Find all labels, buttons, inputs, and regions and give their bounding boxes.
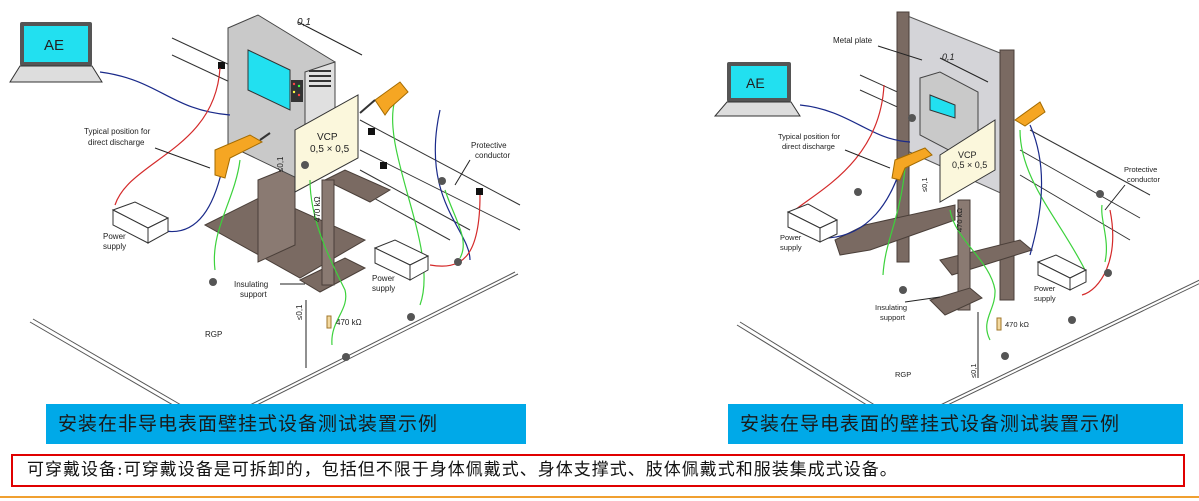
clamp-icon: [380, 162, 387, 169]
svg-text:0,1: 0,1: [297, 17, 311, 28]
distance-vertical-label: ≤0,1: [920, 177, 929, 192]
resistor-bottom-label: 470 kΩ: [336, 318, 362, 327]
cabinet-screen: [929, 94, 956, 119]
direct-discharge-label: Typical position for: [778, 132, 841, 141]
esd-gun-right: [1014, 101, 1046, 127]
laptop-screen-label: AE: [44, 37, 64, 54]
vcp-label: VCP: [958, 150, 977, 160]
insulating-support-pad: [323, 169, 392, 203]
reference-ground-plane: [736, 279, 1199, 410]
laptop-ae: AE: [9, 22, 103, 83]
frame-post-right: [999, 49, 1015, 301]
bottom-divider: [0, 496, 1199, 498]
distance-vertical-label: ≤0,1: [276, 156, 285, 172]
power-supply-right-label-2: supply: [1034, 294, 1056, 303]
wearable-definition-note: 可穿戴设备:可穿戴设备是可拆卸的，包括但不限于身体佩戴式、身体支撑式、肢体佩戴式…: [11, 454, 1185, 487]
protective-conductor-label-2: conductor: [475, 151, 510, 160]
equipment-column: [257, 164, 296, 263]
dimension-top-label: 0,1: [942, 52, 955, 62]
power-supply-left-label-2: supply: [103, 242, 126, 251]
resistor-icon: [996, 317, 1002, 331]
protective-conductor-label-2: conductor: [1127, 175, 1160, 184]
power-supply-left: [111, 201, 170, 244]
vcp-post: [321, 179, 335, 286]
ground-terminals: [854, 114, 1112, 360]
clamp-icon: [218, 62, 225, 69]
power-supply-left-label-2: supply: [780, 243, 802, 252]
frame-base-left: [834, 204, 956, 256]
insulating-support-label: Insulating: [234, 280, 268, 289]
esd-gun-left: [891, 147, 933, 181]
cabinet-keypad: [291, 80, 303, 102]
insulating-support-label-2: support: [880, 313, 906, 322]
clamp-icon: [368, 128, 375, 135]
esd-gun-left: [214, 132, 271, 179]
insulating-support-label-2: support: [240, 290, 267, 299]
ground-cable: [213, 159, 241, 271]
dimension-top: 0,1: [297, 17, 363, 56]
resistor-vertical-label: 470 kΩ: [313, 196, 322, 222]
clamp-icon: [476, 188, 483, 195]
insulating-support-foot: [929, 287, 983, 316]
power-supply-left: [786, 203, 839, 243]
rgp-label: RGP: [895, 370, 911, 379]
direct-discharge-label-2: direct discharge: [88, 138, 145, 147]
laptop-ae: AE: [713, 62, 801, 117]
cabinet-vents: [309, 70, 331, 87]
distance-bottom-label: ≤0,1: [295, 304, 304, 320]
power-supply-right-label: Power: [1034, 284, 1056, 293]
protective-conductor-label: Protective: [471, 141, 507, 150]
ground-terminals: [209, 161, 462, 361]
resistor-vertical-label: 470 kΩ: [955, 208, 964, 232]
diagram-nonconductive-surface: 0,1 VCP 0,5 × 0,5 AE Power supply Power …: [9, 14, 521, 410]
insulating-support-label: Insulating: [875, 303, 907, 312]
caption-left: 安装在非导电表面壁挂式设备测试装置示例: [46, 404, 526, 444]
protective-conductor-label: Protective: [1124, 165, 1157, 174]
vcp-post: [957, 199, 971, 311]
vcp-plate: [294, 94, 359, 193]
diagram-conductive-surface: 0,1 Metal plate VCP 0,5 × 0,5 AE Power s…: [713, 11, 1199, 410]
vcp-size: 0,5 × 0,5: [952, 160, 987, 170]
power-supply-right-label-2: supply: [372, 284, 395, 293]
resistor-bottom-label: 470 kΩ: [1005, 320, 1029, 329]
vcp-label: VCP: [317, 132, 338, 143]
power-supply-right: [373, 239, 430, 281]
vcp-plate: [939, 119, 996, 203]
power-supply-right-label: Power: [372, 274, 395, 283]
direct-discharge-label: Typical position for: [84, 127, 151, 136]
resistor-icon: [326, 315, 332, 329]
distance-bottom-label: ≤0,1: [969, 363, 978, 378]
caption-right: 安装在导电表面的壁挂式设备测试装置示例: [728, 404, 1183, 444]
metal-plate-label: Metal plate: [833, 36, 873, 45]
laptop-screen-label: AE: [746, 75, 765, 91]
rgp-label: RGP: [205, 330, 222, 339]
power-cable: [114, 67, 221, 206]
frame-base-right: [939, 239, 1034, 276]
vcp-size: 0,5 × 0,5: [310, 144, 350, 155]
data-cable: [99, 71, 231, 116]
direct-discharge-label-2: direct discharge: [782, 142, 835, 151]
power-supply-right: [1036, 254, 1088, 291]
esd-gun-right: [359, 81, 409, 116]
cabinet-screen: [247, 49, 291, 111]
reference-ground-plane: [29, 271, 519, 410]
power-supply-left-label: Power: [780, 233, 802, 242]
power-supply-left-label: Power: [103, 232, 126, 241]
